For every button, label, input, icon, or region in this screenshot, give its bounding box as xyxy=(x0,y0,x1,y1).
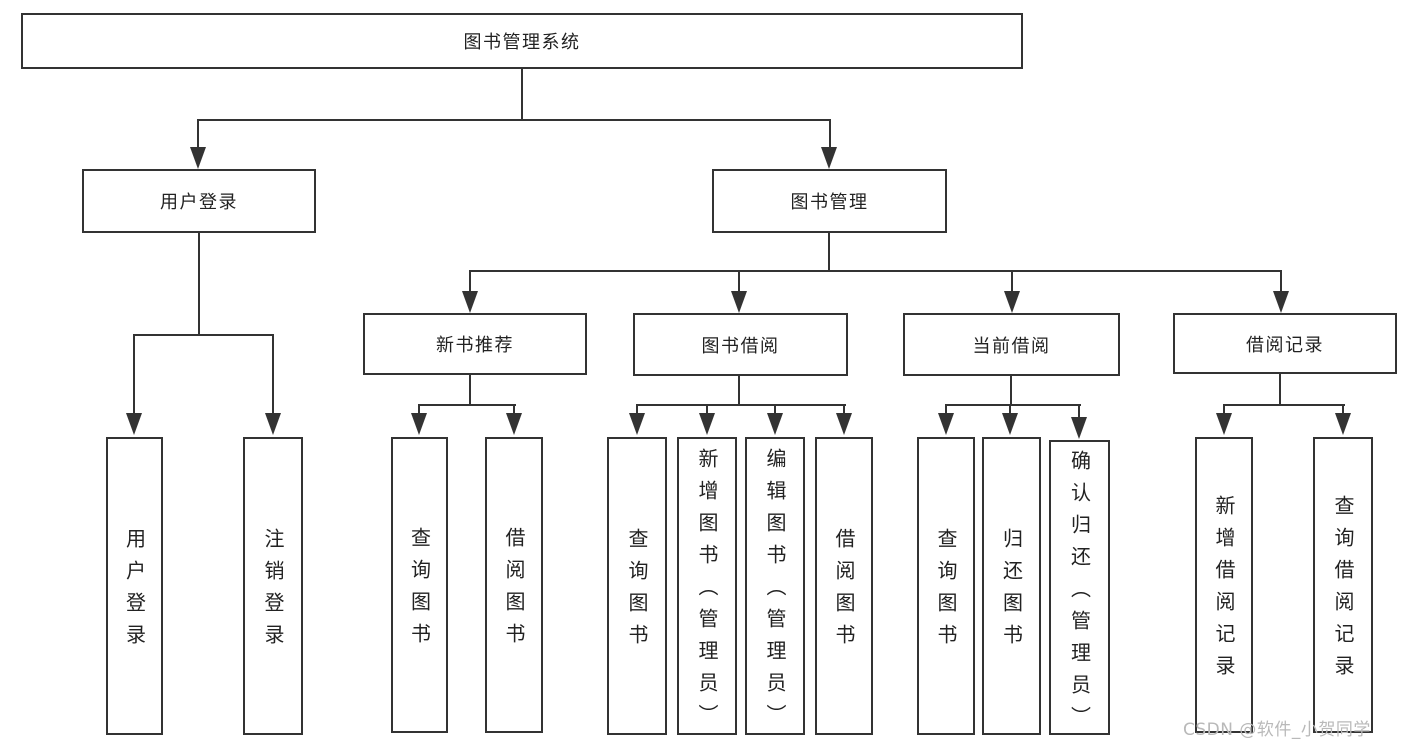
connector-root-hline xyxy=(197,119,831,121)
arrow-down-icon xyxy=(190,147,206,169)
leaf-current-confirm-return-label: 确认归还（管理员） xyxy=(1067,449,1092,738)
arrow-down-icon xyxy=(1216,413,1232,435)
node-root-label: 图书管理系统 xyxy=(463,32,581,53)
node-book-management-label: 图书管理 xyxy=(790,192,869,213)
connector-drop-leaf xyxy=(133,334,135,415)
leaf-records-query-record-label: 查询借阅记录 xyxy=(1331,495,1355,687)
connector-section-hline xyxy=(636,404,846,406)
leaf-records-add-record-label: 新增借阅记录 xyxy=(1212,495,1236,687)
connector-drop-leaf xyxy=(1342,404,1344,415)
connector-section-stem xyxy=(1279,374,1281,406)
arrow-down-icon xyxy=(1273,291,1289,313)
connector-drop-leaf xyxy=(513,404,515,415)
connector-section-hline xyxy=(945,404,1081,406)
leaf-borrow-query-books-label: 查询图书 xyxy=(625,528,649,656)
connector-drop-leaf xyxy=(418,404,420,415)
connector-drop-section xyxy=(738,270,740,293)
connector-book-management-hline xyxy=(469,270,1282,272)
node-borrow-records: 借阅记录 xyxy=(1173,313,1397,374)
connector-section-stem xyxy=(1010,376,1012,406)
arrow-down-icon xyxy=(1335,413,1351,435)
leaf-borrow-borrow-books-label: 借阅图书 xyxy=(832,528,856,656)
connector-drop-section xyxy=(1011,270,1013,293)
leaf-user-login: 用户登录 xyxy=(106,437,163,735)
connector-root-stem xyxy=(521,69,523,120)
connector-drop-leaf xyxy=(1078,404,1080,419)
arrow-down-icon xyxy=(699,413,715,435)
connector-user-login-stem xyxy=(198,233,200,336)
arrow-down-icon xyxy=(836,413,852,435)
node-user-login-label: 用户登录 xyxy=(160,192,238,213)
leaf-current-confirm-return: 确认归还（管理员） xyxy=(1049,440,1110,738)
leaf-borrow-edit-books: 编辑图书（管理员） xyxy=(745,437,805,736)
connector-drop-leaf xyxy=(774,404,776,415)
node-book-borrow-label: 图书借阅 xyxy=(701,335,780,357)
connector-section-hline xyxy=(418,404,516,406)
leaf-current-query-books-label: 查询图书 xyxy=(934,528,958,656)
connector-section-stem xyxy=(738,376,740,406)
arrow-down-icon xyxy=(1002,413,1018,435)
connector-drop-leaf xyxy=(636,404,638,415)
connector-drop-leaf xyxy=(706,404,708,415)
leaf-recommend-borrow-books-label: 借阅图书 xyxy=(502,527,526,655)
leaf-current-return-books: 归还图书 xyxy=(982,437,1041,735)
arrow-down-icon xyxy=(506,413,522,435)
connector-drop-leaf xyxy=(1009,404,1011,415)
connector-section-stem xyxy=(469,375,471,406)
leaf-borrow-edit-books-label: 编辑图书（管理员） xyxy=(763,448,787,736)
arrow-down-icon xyxy=(938,413,954,435)
leaf-user-login-label: 用户登录 xyxy=(122,528,147,656)
node-current-borrow-label: 当前借阅 xyxy=(972,335,1051,357)
node-root: 图书管理系统 xyxy=(21,13,1023,69)
arrow-down-icon xyxy=(767,413,783,435)
node-new-book-recommend: 新书推荐 xyxy=(363,313,587,375)
leaf-borrow-add-books: 新增图书（管理员） xyxy=(677,437,737,736)
connector-book-management-stem xyxy=(828,233,830,272)
arrow-down-icon xyxy=(411,413,427,435)
arrow-down-icon xyxy=(1071,417,1087,439)
leaf-logout-label: 注销登录 xyxy=(261,528,285,656)
leaf-borrow-add-books-label: 新增图书（管理员） xyxy=(695,448,719,736)
connector-drop-section xyxy=(1280,270,1282,293)
leaf-records-add-record: 新增借阅记录 xyxy=(1195,437,1253,733)
node-current-borrow: 当前借阅 xyxy=(903,313,1120,376)
leaf-borrow-query-books: 查询图书 xyxy=(607,437,667,735)
connector-drop-book-management xyxy=(829,119,831,149)
leaf-records-query-record: 查询借阅记录 xyxy=(1313,437,1373,733)
leaf-recommend-borrow-books: 借阅图书 xyxy=(485,437,543,733)
connector-drop-section xyxy=(469,270,471,293)
arrow-down-icon xyxy=(462,291,478,313)
connector-section-hline xyxy=(1223,404,1345,406)
arrow-down-icon xyxy=(629,413,645,435)
arrow-down-icon xyxy=(1004,291,1020,313)
arrow-down-icon xyxy=(821,147,837,169)
arrow-down-icon xyxy=(731,291,747,313)
leaf-recommend-query-books-label: 查询图书 xyxy=(407,527,432,655)
connector-drop-leaf xyxy=(945,404,947,415)
csdn-watermark: CSDN @软件_小贺同学 xyxy=(1183,720,1371,740)
node-new-book-recommend-label: 新书推荐 xyxy=(436,335,514,356)
connector-drop-leaf xyxy=(1223,404,1225,415)
node-user-login: 用户登录 xyxy=(82,169,316,233)
arrow-down-icon xyxy=(265,413,281,435)
arrow-down-icon xyxy=(126,413,142,435)
leaf-current-return-books-label: 归还图书 xyxy=(999,528,1024,656)
node-book-management: 图书管理 xyxy=(712,169,947,233)
connector-drop-leaf xyxy=(843,404,845,415)
connector-drop-user-login xyxy=(197,119,199,149)
connector-user-login-hline xyxy=(133,334,274,336)
node-borrow-records-label: 借阅记录 xyxy=(1246,334,1324,356)
leaf-recommend-query-books: 查询图书 xyxy=(391,437,448,733)
leaf-logout: 注销登录 xyxy=(243,437,303,735)
leaf-borrow-borrow-books: 借阅图书 xyxy=(815,437,873,735)
node-book-borrow: 图书借阅 xyxy=(633,313,848,376)
connector-drop-leaf xyxy=(272,334,274,415)
leaf-current-query-books: 查询图书 xyxy=(917,437,975,735)
